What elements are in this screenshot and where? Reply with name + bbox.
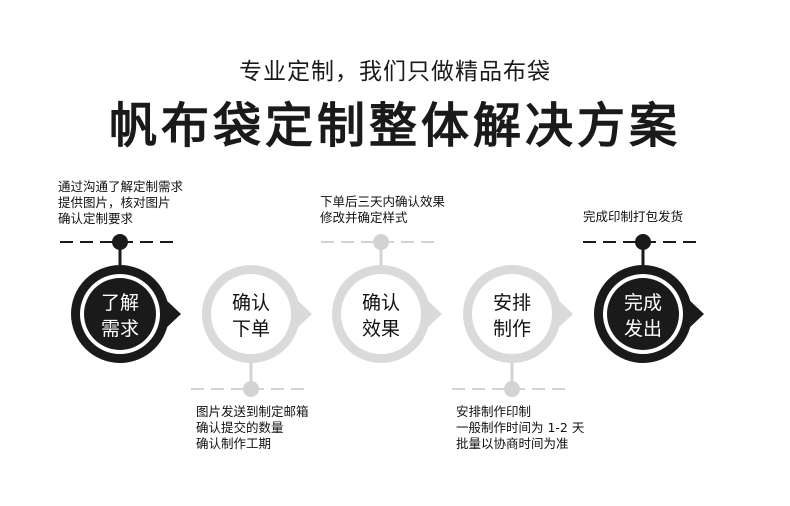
step-label-line: 效果 [361,318,400,340]
step-label-line: 了解 [100,292,139,314]
step-label-line: 确认 [231,292,270,314]
step-5-inner-disc [607,278,679,350]
step-4-label: 安排 制作 [472,290,552,342]
step-3-label: 确认 效果 [341,290,421,342]
step-3-connector-dot [373,234,389,250]
step-1-inner-disc [84,278,156,350]
step-label-line: 制作 [492,318,531,340]
step-4-inner-disc [476,278,548,350]
note-step-4: 安排制作印制 一般制作时间为 1-2 天 批量以协商时间为准 [456,404,584,452]
note-line: 完成印制打包发货 [583,209,684,224]
step-3-inner-disc [345,278,417,350]
subtitle: 专业定制，我们只做精品布袋 [239,59,551,85]
step-2-connector-dot [243,381,259,397]
note-line: 安排制作印制 [456,404,532,419]
step-label-line: 发出 [623,318,662,340]
note-step-3: 下单后三天内确认效果 修改并确定样式 [320,194,445,226]
note-line: 图片发送到制定邮箱 [196,404,309,419]
step-4-connector-dot [504,381,520,397]
step-2-label: 确认 下单 [211,290,291,342]
step-1-label: 了解 需求 [80,290,160,342]
step-5-label: 完成 发出 [603,290,683,342]
note-line: 一般制作时间为 1-2 天 [456,420,585,435]
note-step-1: 通过沟通了解定制需求 提供图片，核对图片 确认定制要求 [58,179,183,227]
note-line: 批量以协商时间为准 [456,436,569,451]
note-line: 修改并确定样式 [320,210,408,225]
page-title: 帆布袋定制整体解决方案 [108,98,681,154]
step-label-line: 安排 [492,292,531,314]
note-line: 通过沟通了解定制需求 [58,179,184,194]
step-label-line: 下单 [231,318,270,340]
note-line: 确认提交的数量 [196,420,284,435]
step-5-connector-dot [635,234,651,250]
step-label-line: 确认 [361,292,400,314]
note-line: 确认制作工期 [196,436,272,451]
note-line: 提供图片，核对图片 [58,195,171,210]
note-line: 确认定制要求 [58,211,134,226]
note-step-5: 完成印制打包发货 [583,209,683,225]
note-line: 下单后三天内确认效果 [320,194,446,209]
step-label-line: 需求 [100,318,139,340]
step-label-line: 完成 [623,292,662,314]
note-step-2: 图片发送到制定邮箱 确认提交的数量 确认制作工期 [196,404,309,452]
step-2-inner-disc [215,278,287,350]
step-1-connector-dot [112,234,128,250]
